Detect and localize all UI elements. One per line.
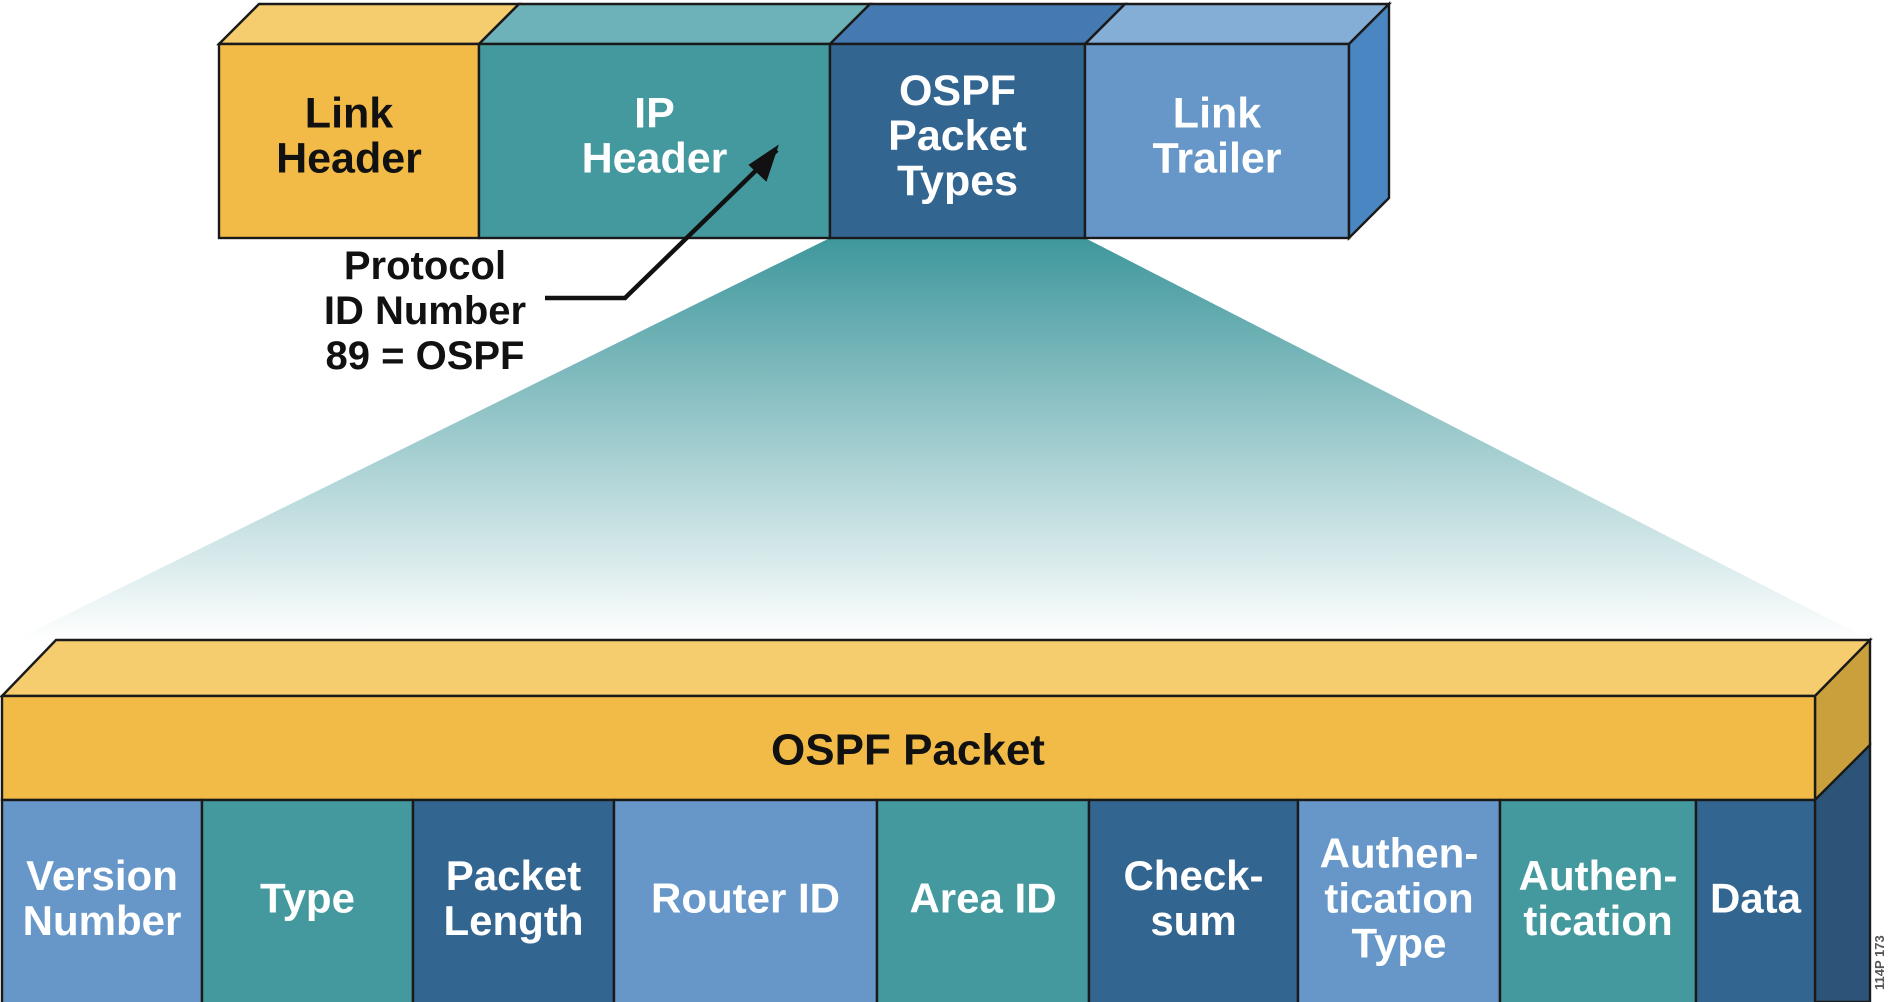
version-number-cell bbox=[0, 798, 204, 1002]
link-header-top-face bbox=[216, 2, 522, 46]
ospf-packet-types-line: Types bbox=[897, 157, 1018, 205]
ospf-packet-types-line: Packet bbox=[888, 112, 1027, 160]
router-id-line: Router ID bbox=[651, 875, 840, 922]
ip-header-top-face bbox=[476, 2, 873, 46]
link-trailer-line: Link bbox=[1173, 90, 1261, 138]
ospf-packet-title-bar bbox=[0, 694, 1817, 802]
data-cell bbox=[1694, 798, 1817, 1002]
ip-header-line: IP bbox=[634, 90, 675, 138]
ospf-packet-title: OSPF Packet bbox=[771, 726, 1045, 775]
link-header-line: Header bbox=[276, 135, 422, 183]
authen-tication-line: Authen- bbox=[1519, 852, 1678, 899]
field-area-id: Area ID bbox=[875, 798, 1091, 1002]
frame-top-faces bbox=[216, 2, 1392, 46]
router-id-cell bbox=[612, 798, 879, 1002]
type-cell bbox=[200, 798, 415, 1002]
version-number-line: Version bbox=[26, 852, 178, 899]
area-id-line: Area ID bbox=[909, 875, 1056, 922]
check-sum-line: Check- bbox=[1123, 852, 1263, 899]
ospf-packet-types-box bbox=[828, 42, 1087, 240]
field-router-id: Router ID bbox=[612, 798, 879, 1002]
area-id-cell bbox=[875, 798, 1091, 1002]
type-line: Type bbox=[260, 875, 355, 922]
check-sum-cell bbox=[1087, 798, 1300, 1002]
frame-side-face bbox=[1347, 1, 1391, 241]
field-authen-tication: Authen-tication bbox=[1498, 798, 1698, 1002]
field-check-sum: Check-sum bbox=[1087, 798, 1300, 1002]
link-trailer-box bbox=[1083, 42, 1351, 240]
link-trailer-top-face bbox=[1082, 2, 1392, 46]
frame-segments: LinkHeaderIPHeaderOSPFPacketTypesLinkTra… bbox=[217, 42, 1351, 240]
protocol-id-line: 89 = OSPF bbox=[326, 334, 525, 378]
link-trailer-line: Trailer bbox=[1152, 135, 1281, 183]
authen-tication-line: tication bbox=[1523, 897, 1672, 944]
packet-length-line: Packet bbox=[446, 852, 581, 899]
field-data: Data bbox=[1694, 798, 1817, 1002]
data-line: Data bbox=[1710, 875, 1802, 922]
link-header-box bbox=[217, 42, 481, 240]
protocol-id-line: Protocol bbox=[344, 244, 506, 288]
ospf-packet-types-line: OSPF bbox=[899, 67, 1016, 115]
figure-id-watermark: 114P 173 bbox=[1872, 935, 1887, 990]
authen-tication-type-line: Authen- bbox=[1320, 830, 1479, 877]
protocol-id-line: ID Number bbox=[324, 289, 526, 333]
authen-tication-type-line: Type bbox=[1352, 920, 1447, 967]
zoom-funnel bbox=[15, 238, 1870, 640]
ip-header-line: Header bbox=[582, 135, 728, 183]
check-sum-line: sum bbox=[1150, 897, 1236, 944]
ip-header-box bbox=[477, 42, 832, 240]
version-number-line: Number bbox=[23, 897, 182, 944]
packet-length-cell bbox=[411, 798, 616, 1002]
packet-length-line: Length bbox=[444, 897, 584, 944]
authen-tication-type-line: tication bbox=[1324, 875, 1473, 922]
ospf-packet-top-face bbox=[0, 638, 1873, 698]
field-type: Type bbox=[200, 798, 415, 1002]
link-header-line: Link bbox=[305, 90, 393, 138]
protocol-id-arrow bbox=[545, 144, 779, 301]
ospf-packet-types-top-face bbox=[827, 2, 1128, 46]
